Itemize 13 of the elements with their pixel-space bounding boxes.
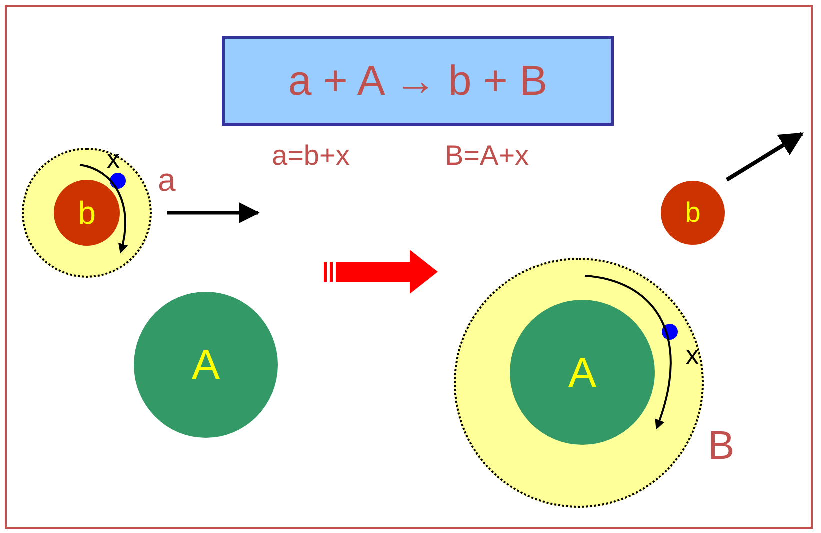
particle-label: a (158, 164, 176, 196)
composition-note: B=A+x (445, 142, 530, 170)
particle-label: B (708, 426, 735, 466)
nucleus-label: A (192, 341, 220, 389)
nucleus-label: b (78, 194, 96, 232)
composition-note: a=b+x (272, 142, 350, 170)
nucleus-label: b (685, 197, 701, 229)
particle-label: x (686, 342, 699, 368)
equation-box (222, 36, 614, 126)
nucleus-label: A (568, 348, 596, 396)
reaction-equation: a + A → b + B (288, 57, 548, 105)
particle-label: x (107, 146, 120, 172)
transferred-particle (110, 173, 126, 189)
